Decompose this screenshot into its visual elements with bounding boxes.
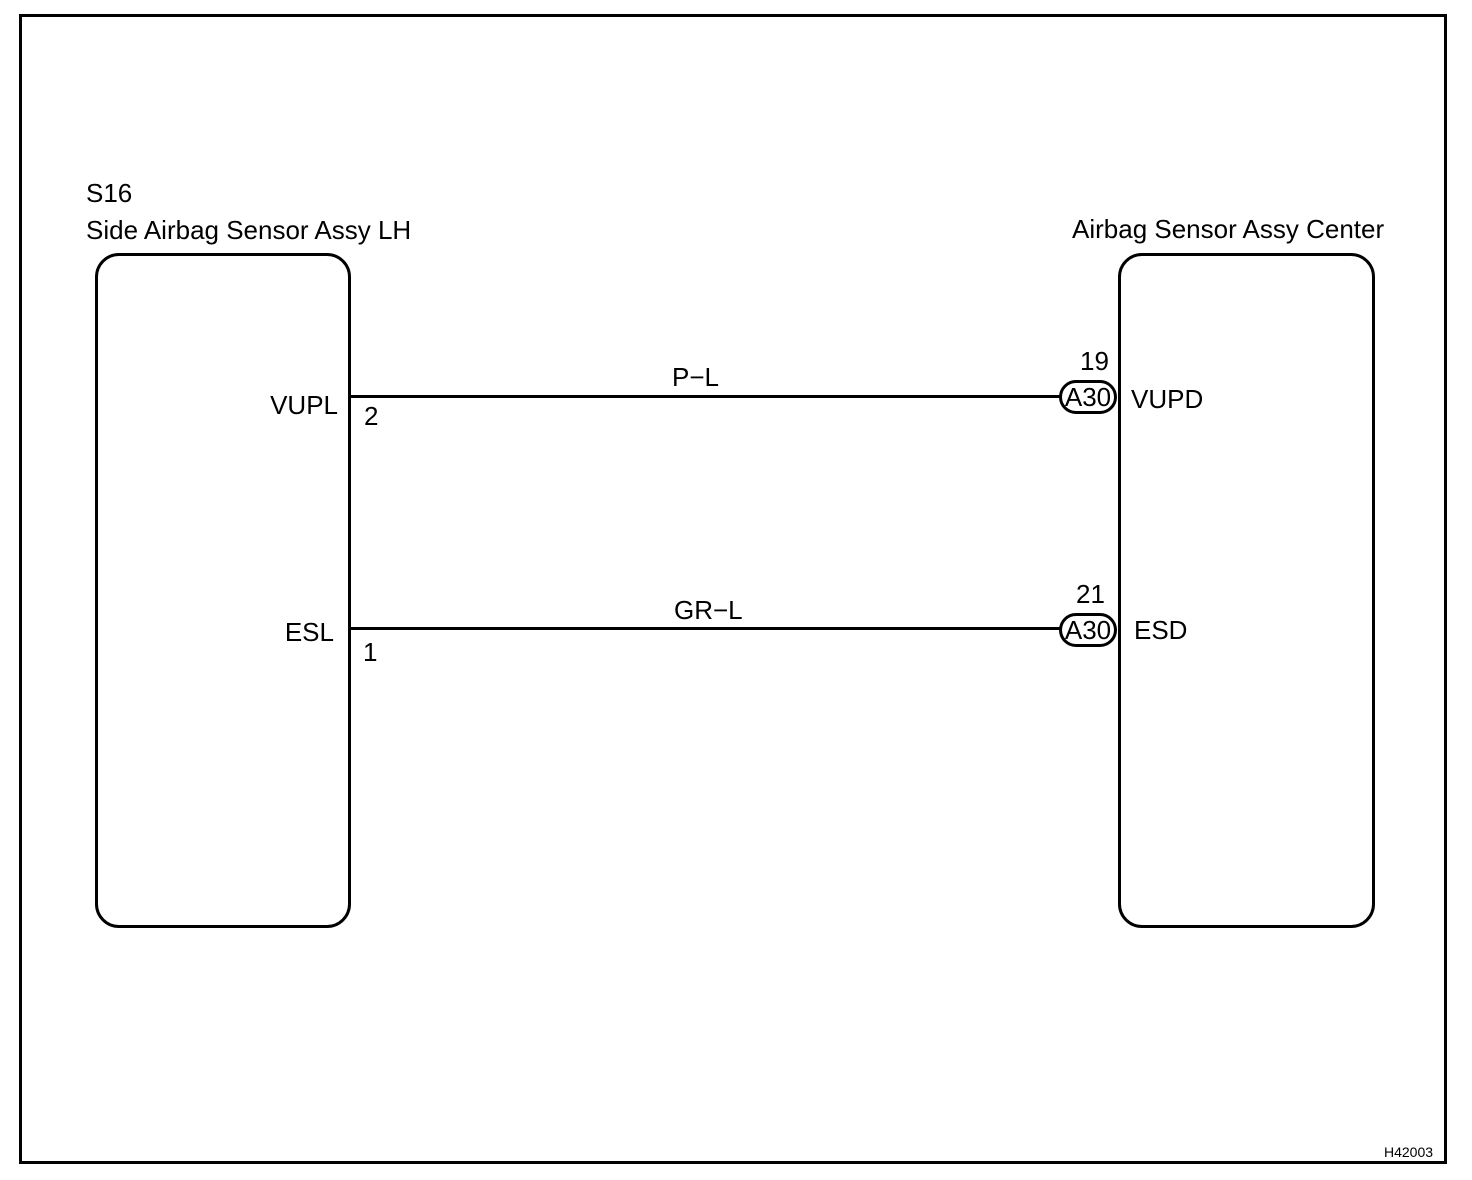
left-component-code: S16 <box>86 178 133 208</box>
left-component-name: Side Airbag Sensor Assy LH <box>86 215 412 245</box>
side-airbag-sensor-box <box>95 253 351 928</box>
wire-color-p-l: P−L <box>672 362 719 392</box>
right-component-name: Airbag Sensor Assy Center <box>1072 214 1385 244</box>
figure-id: H42003 <box>1384 1144 1434 1160</box>
center-airbag-sensor-box <box>1118 253 1375 928</box>
right-pin-number-21: 21 <box>1076 579 1105 609</box>
right-terminal-vupd: VUPD <box>1131 384 1204 414</box>
wire-gr-l <box>351 627 1060 630</box>
connector-a30-vupd: A30 <box>1059 380 1117 414</box>
left-pin-number-1: 1 <box>363 637 378 667</box>
diagram-frame <box>19 14 1447 1164</box>
left-terminal-vupl: VUPL <box>270 390 338 420</box>
wire-color-gr-l: GR−L <box>674 595 743 625</box>
left-terminal-esl: ESL <box>284 617 334 647</box>
wire-p-l <box>351 395 1060 398</box>
right-pin-number-19: 19 <box>1080 346 1109 376</box>
right-terminal-esd: ESD <box>1134 615 1188 645</box>
connector-a30-esd: A30 <box>1059 613 1117 647</box>
left-pin-number-2: 2 <box>364 401 379 431</box>
